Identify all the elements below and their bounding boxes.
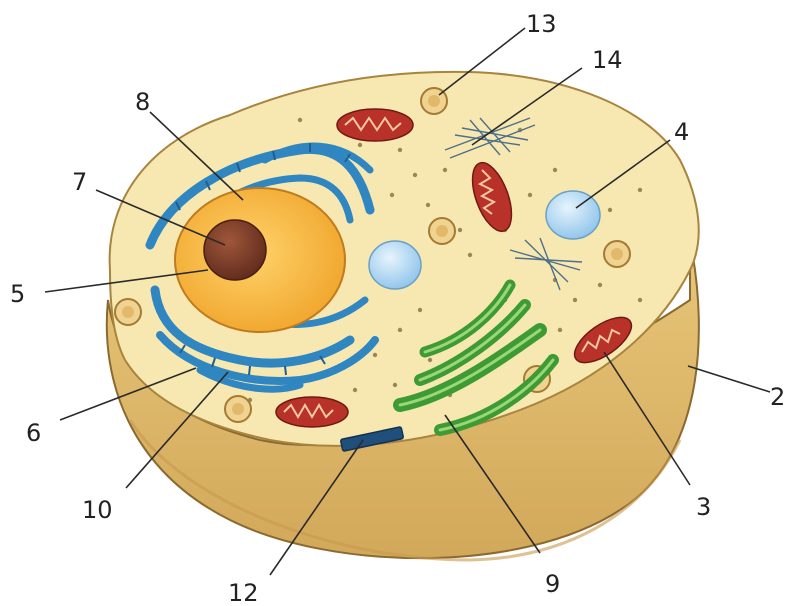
label-3: 3	[696, 493, 711, 521]
label-4: 4	[674, 118, 689, 146]
label-8: 8	[135, 88, 150, 116]
label-12: 12	[228, 579, 259, 606]
label-13: 13	[526, 10, 557, 38]
vacuole-2	[546, 191, 600, 239]
label-10: 10	[82, 496, 113, 524]
label-9: 9	[545, 570, 560, 598]
label-7: 7	[72, 168, 87, 196]
label-6: 6	[26, 419, 41, 447]
label-14: 14	[592, 46, 623, 74]
nucleolus	[204, 220, 266, 280]
label-5: 5	[10, 280, 25, 308]
label-2: 2	[770, 383, 785, 411]
vacuole-1	[369, 241, 421, 289]
